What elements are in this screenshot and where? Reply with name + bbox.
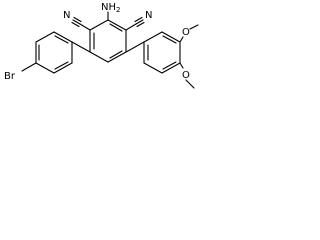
bond-double-inner — [54, 35, 69, 44]
bond-to-methoxy-top — [179, 36, 184, 43]
bromo-label: Br — [4, 71, 16, 82]
nitrile-left-triple-1 — [72, 19, 81, 25]
bromophenyl-ring — [35, 31, 73, 74]
bond — [35, 31, 55, 43]
central-ring — [89, 19, 127, 63]
methoxy-bottom-oxygen-label: O — [182, 70, 190, 81]
chemical-structure-diagram: NH2 N N Br O O — [4, 2, 199, 89]
bond-to-right-aryl — [125, 41, 145, 53]
amino-group-label: NH2 — [101, 2, 120, 14]
nitrile-left-label: N — [63, 10, 70, 21]
bond-to-methoxy-bottom — [179, 62, 184, 69]
bond — [89, 51, 109, 63]
nitrile-right-triple-2 — [134, 16, 143, 23]
nitrile-right-triple-1 — [135, 19, 144, 25]
bond-double-inner — [162, 35, 177, 44]
bond-double-inner — [162, 61, 177, 70]
bond-to-bromo — [21, 62, 37, 72]
dimethoxyphenyl-ring — [143, 31, 181, 74]
bond — [143, 31, 163, 43]
bond-double-inner — [54, 61, 69, 70]
bond-to-left-aryl — [71, 41, 91, 53]
bond — [107, 51, 127, 63]
nitrile-left-triple-2 — [73, 16, 82, 23]
nitrile-left-triple-3 — [71, 21, 80, 28]
methoxy-top-oxygen-label: O — [182, 27, 190, 38]
bond — [53, 62, 73, 74]
bond — [161, 31, 181, 43]
bond — [53, 31, 73, 43]
bond — [161, 62, 181, 74]
bond-to-nitrile-right — [125, 23, 137, 31]
bond — [143, 62, 163, 74]
bond — [35, 62, 55, 74]
bond-double-inner — [109, 23, 123, 32]
bond — [107, 19, 127, 31]
bond — [89, 19, 109, 31]
nitrile-right-triple-3 — [136, 21, 145, 28]
bond-to-nitrile-left — [79, 23, 91, 31]
bond-double-inner — [109, 50, 123, 59]
nitrile-right-label: N — [145, 10, 152, 21]
methoxy-bottom-methyl-bond — [185, 79, 195, 89]
methoxy-top-methyl-bond — [189, 24, 199, 30]
